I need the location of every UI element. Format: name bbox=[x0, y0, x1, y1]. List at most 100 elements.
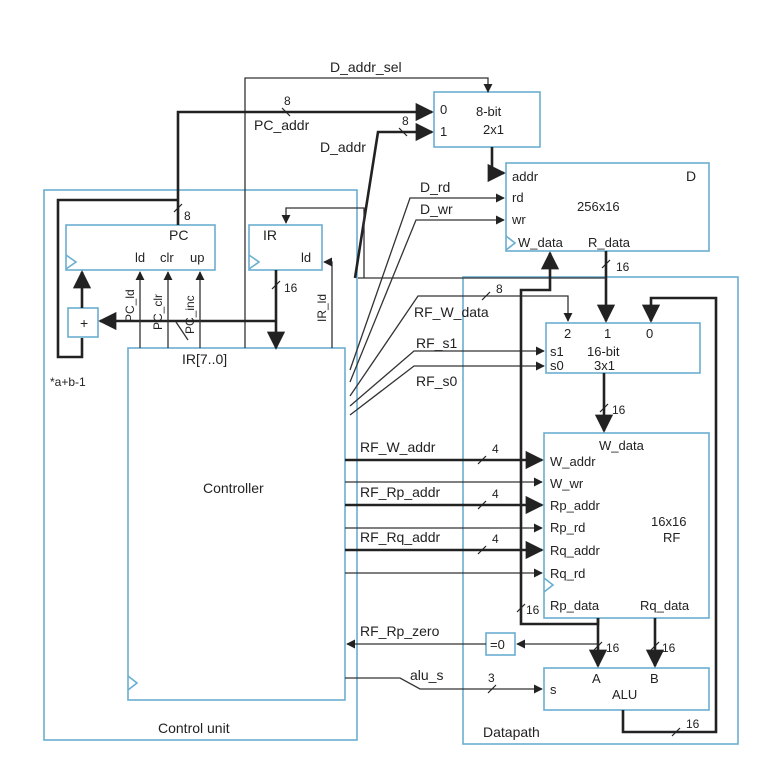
rf-rpdata-port: Rp_data bbox=[550, 598, 600, 613]
rf-type: RF bbox=[663, 530, 680, 545]
pc-register bbox=[65, 224, 216, 271]
wire-ir-in bbox=[281, 207, 365, 278]
wire-d-rd bbox=[349, 193, 505, 371]
width-rf-w-data: 8 bbox=[496, 282, 503, 296]
label-rf-w-data: RF_W_data bbox=[414, 304, 489, 320]
wire-pc-addr-loop bbox=[56, 198, 178, 359]
controller-clock-icon bbox=[127, 675, 139, 691]
label-pc-inc: PC_inc bbox=[183, 295, 197, 334]
ir-register bbox=[248, 224, 323, 271]
label-pc-ld: PC_ld bbox=[123, 289, 137, 322]
width-rdata: 16 bbox=[616, 260, 630, 274]
ir-ld-port: ld bbox=[301, 250, 311, 265]
control-unit-label: Control unit bbox=[158, 720, 230, 736]
label-rf-s1: RF_s1 bbox=[416, 335, 457, 351]
wire-rf-s0 bbox=[349, 361, 545, 416]
pc-clock-icon bbox=[65, 254, 78, 270]
rf-rprd-port: Rp_rd bbox=[550, 520, 585, 535]
rf-mux-name: 16-bit bbox=[587, 344, 620, 359]
ir-name: IR bbox=[263, 227, 277, 243]
register-file bbox=[543, 432, 710, 619]
alu-a-port: A bbox=[592, 671, 601, 686]
label-alu-s: alu_s bbox=[410, 667, 443, 683]
wire-alu-out bbox=[621, 296, 718, 734]
dmem-name: D bbox=[686, 168, 696, 184]
rf-rqaddr-port: Rq_addr bbox=[550, 543, 601, 558]
rf-wdata-port: W_data bbox=[599, 438, 645, 453]
rf-rpaddr-port: Rp_addr bbox=[550, 498, 601, 513]
wire-rf-s1 bbox=[349, 346, 545, 407]
wire-d-wr bbox=[349, 215, 505, 383]
dmem-rdata-port: R_data bbox=[588, 235, 631, 250]
control-unit-box bbox=[43, 189, 358, 741]
width-rf-w-addr: 4 bbox=[492, 442, 499, 456]
label-pc-clr: PC_clr bbox=[151, 294, 165, 330]
dmem-wr-port: wr bbox=[511, 212, 526, 227]
pc-up-port: up bbox=[190, 250, 204, 265]
zero-label: =0 bbox=[490, 637, 505, 652]
bus-width-slashes bbox=[173, 107, 681, 737]
d-mux-in1: 1 bbox=[440, 124, 447, 139]
d-mux-name: 8-bit bbox=[476, 104, 502, 119]
rf-mux-s0: s0 bbox=[550, 358, 564, 373]
rf-mux-in2: 2 bbox=[564, 326, 571, 341]
rf-mux-in0: 0 bbox=[646, 326, 653, 341]
rf-name: 16x16 bbox=[651, 514, 686, 529]
label-d-addr-sel: D_addr_sel bbox=[330, 59, 402, 75]
wire-rf-w-data bbox=[349, 295, 573, 397]
dmem-addr-port: addr bbox=[512, 169, 539, 184]
controller-label: Controller bbox=[203, 480, 264, 496]
d-mux-size: 2x1 bbox=[483, 122, 504, 137]
wire-ir-bits-tap bbox=[175, 321, 189, 341]
label-rf-w-addr: RF_W_addr bbox=[360, 439, 436, 455]
rf-mux-size: 3x1 bbox=[594, 358, 615, 373]
width-rpdata-loop: 16 bbox=[526, 603, 540, 617]
dmem-rd-port: rd bbox=[512, 190, 524, 205]
rf-mux-s1: s1 bbox=[550, 344, 564, 359]
dmem-clock-icon bbox=[505, 235, 517, 251]
label-rf-s0: RF_s0 bbox=[416, 373, 457, 389]
label-d-wr: D_wr bbox=[420, 201, 453, 217]
rf-mux bbox=[545, 322, 701, 374]
width-rpdata: 16 bbox=[606, 641, 620, 655]
label-rf-rp-addr: RF_Rp_addr bbox=[360, 484, 440, 500]
datapath-label: Datapath bbox=[483, 724, 540, 740]
pc-clr-port: clr bbox=[160, 250, 174, 265]
wire-pc-addr bbox=[176, 102, 434, 225]
label-pc-addr: PC_addr bbox=[254, 117, 310, 133]
dmem-wdata-port: W_data bbox=[518, 235, 564, 250]
pc-ld-port: ld bbox=[135, 250, 145, 265]
adder-formula: *a+b-1 bbox=[50, 375, 86, 389]
rf-wwr-port: W_wr bbox=[550, 476, 584, 491]
wire-ir-ld bbox=[323, 257, 333, 348]
alu-s-port: s bbox=[550, 682, 557, 697]
controller-box bbox=[127, 347, 346, 701]
pc-name: PC bbox=[169, 227, 188, 243]
label-rf-rp-zero: RF_Rp_zero bbox=[360, 623, 440, 639]
rf-clock-icon bbox=[543, 577, 555, 593]
alu-name: ALU bbox=[612, 687, 637, 702]
rf-waddr-port: W_addr bbox=[550, 454, 596, 469]
width-pc: 8 bbox=[184, 209, 191, 223]
width-pc-addr: 8 bbox=[284, 94, 291, 108]
label-d-addr: D_addr bbox=[320, 139, 366, 155]
d-addr-mux bbox=[433, 91, 541, 148]
wire-alu-s bbox=[345, 677, 543, 694]
rf-rqdata-port: Rq_data bbox=[640, 598, 690, 613]
rf-rqrd-port: Rq_rd bbox=[550, 566, 585, 581]
width-rf-rq-addr: 4 bbox=[492, 532, 499, 546]
label-d-rd: D_rd bbox=[420, 179, 450, 195]
width-alu-s: 3 bbox=[488, 671, 495, 685]
label-ir-ld: IR_ld bbox=[315, 294, 329, 322]
ir-clock-icon bbox=[248, 254, 261, 270]
alu-b-port: B bbox=[650, 671, 659, 686]
width-rf-rp-addr: 4 bbox=[492, 487, 499, 501]
dmem-size: 256x16 bbox=[577, 199, 620, 214]
label-ir-bits: IR[7..0] bbox=[182, 351, 227, 367]
d-mux-in0: 0 bbox=[440, 102, 447, 117]
data-memory bbox=[505, 162, 710, 252]
wire-dmux-out bbox=[487, 147, 506, 183]
wire-d-addr-sel bbox=[244, 77, 493, 348]
rf-mux-in1: 1 bbox=[604, 326, 611, 341]
alu-box bbox=[543, 667, 710, 711]
